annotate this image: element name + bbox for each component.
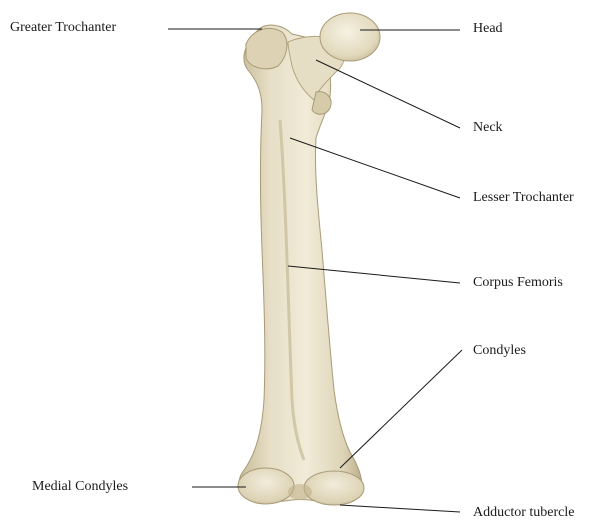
medial-condyle bbox=[238, 468, 294, 504]
lateral-condyle bbox=[304, 471, 364, 505]
leader-adductor-tubercle bbox=[340, 505, 460, 512]
label-head: Head bbox=[473, 21, 503, 37]
label-condyles: Condyles bbox=[473, 343, 526, 359]
label-greater-trochanter: Greater Trochanter bbox=[10, 20, 116, 36]
label-medial-condyles: Medial Condyles bbox=[32, 479, 128, 495]
leader-condyles bbox=[340, 350, 462, 468]
leader-neck bbox=[316, 60, 460, 128]
femoral-head bbox=[320, 13, 380, 61]
label-neck: Neck bbox=[473, 120, 503, 136]
label-corpus-femoris: Corpus Femoris bbox=[473, 275, 563, 291]
femur-shaft bbox=[239, 25, 362, 504]
label-adductor-tubercle: Adductor tubercle bbox=[473, 505, 574, 521]
intercondylar-shadow bbox=[288, 484, 312, 500]
greater-trochanter bbox=[246, 28, 287, 68]
label-lesser-trochanter: Lesser Trochanter bbox=[473, 190, 574, 206]
lesser-trochanter-bump bbox=[312, 92, 331, 115]
